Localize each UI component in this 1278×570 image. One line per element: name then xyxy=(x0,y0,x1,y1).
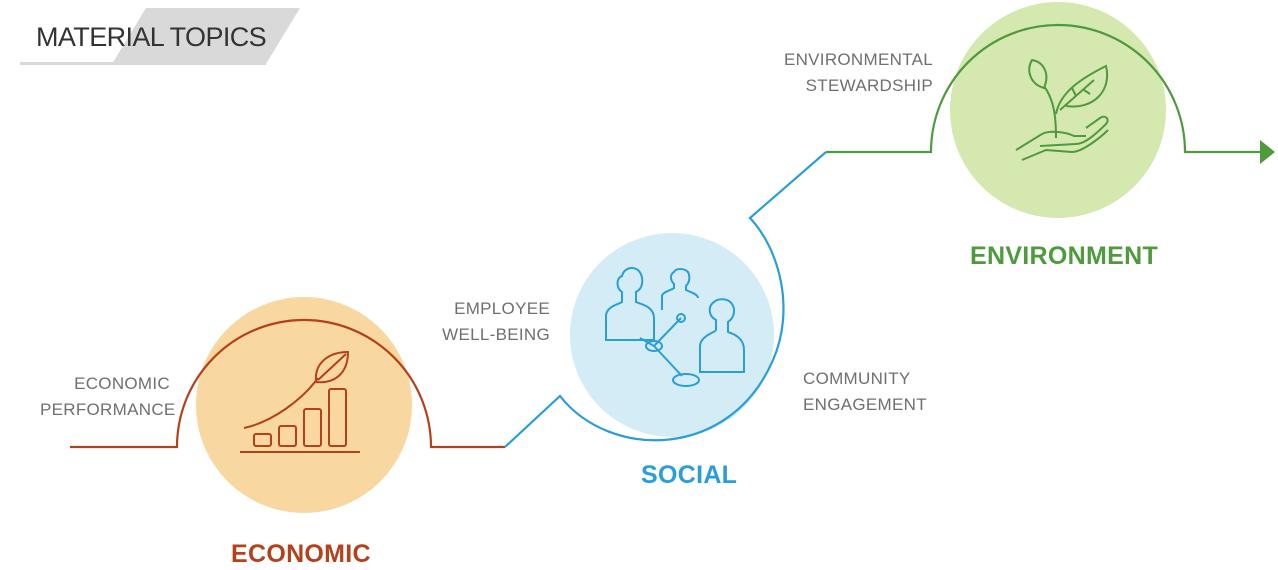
economic-path xyxy=(70,318,505,449)
title-banner xyxy=(20,8,300,65)
environment-circle xyxy=(950,2,1166,218)
topic-environmental-stewardship: ENVIRONMENTAL STEWARDSHIP xyxy=(783,50,933,95)
plant-in-hand-icon xyxy=(1015,58,1109,161)
economic-circle xyxy=(196,297,412,513)
topic-community-engagement: COMMUNITY ENGAGEMENT xyxy=(803,369,927,414)
arrow-head-icon xyxy=(1260,140,1275,164)
environment-path xyxy=(826,23,1262,154)
growth-chart-icon xyxy=(240,350,360,453)
topic-employee-well-being: EMPLOYEE WELL-BEING xyxy=(442,299,550,344)
pillar-social-label: SOCIAL xyxy=(641,461,738,489)
page-title: MATERIAL TOPICS xyxy=(36,22,267,52)
pillar-economic-label: ECONOMIC xyxy=(231,540,371,568)
pillar-environment-label: ENVIRONMENT xyxy=(970,242,1159,270)
topic-economic-performance: ECONOMIC PERFORMANCE xyxy=(40,374,176,419)
social-path xyxy=(504,151,827,448)
social-circle xyxy=(570,233,774,437)
people-network-icon xyxy=(605,267,745,387)
